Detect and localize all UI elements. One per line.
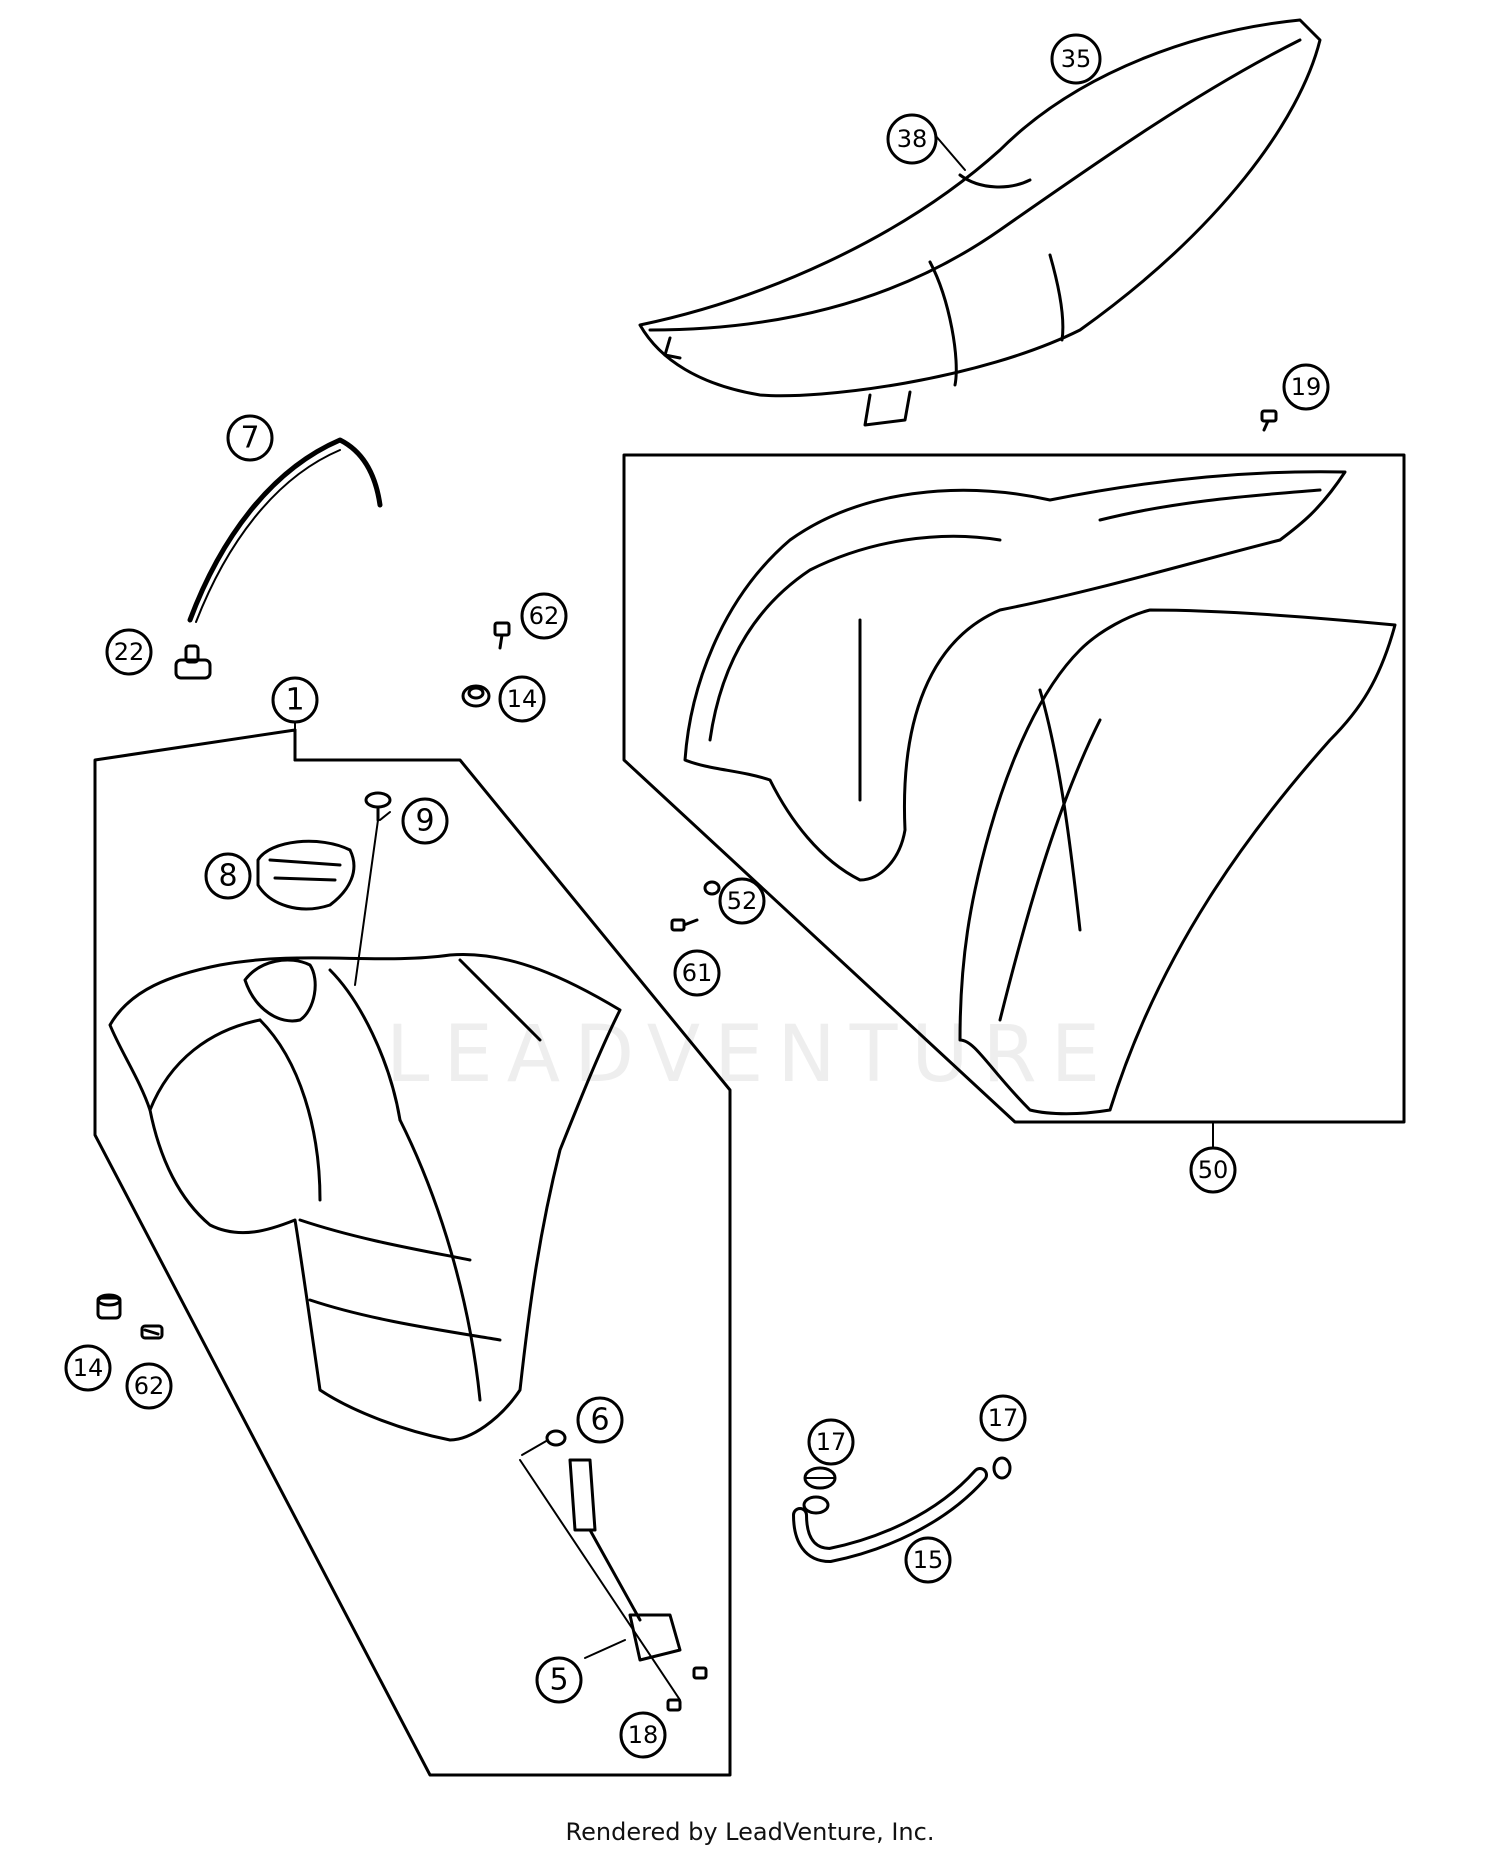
callout-8: 8 — [218, 859, 237, 894]
callout-6: 6 — [590, 1403, 609, 1438]
hose-part — [187, 437, 383, 623]
callout-circle-7 — [226, 414, 274, 462]
side-panel-assembly — [622, 453, 1406, 1124]
bolt-part-19 — [1260, 409, 1278, 432]
callout-14-upper: 14 — [507, 685, 538, 713]
clamp-part-17-left — [802, 1466, 837, 1515]
fitting-part-22 — [174, 644, 212, 680]
hose-part-15 — [792, 1467, 988, 1563]
callout-18: 18 — [628, 1721, 659, 1749]
fuel-tank-group — [93, 728, 732, 1777]
screw-part-18 — [666, 1666, 708, 1712]
nut-part-14-lower — [96, 1293, 122, 1320]
callout-circle-18 — [619, 1711, 667, 1759]
callout-9: 9 — [415, 804, 434, 839]
callouts — [64, 33, 1330, 1759]
callout-circle-22 — [105, 628, 153, 676]
filler-cap-part-8 — [256, 839, 356, 911]
cap-part-9 — [354, 791, 392, 986]
clamp-part-17-right — [992, 1456, 1012, 1480]
callout-circle-52 — [718, 877, 766, 925]
callout-circle-35 — [1050, 33, 1102, 85]
callout-1: 1 — [285, 683, 304, 718]
callout-circle-50 — [1189, 1146, 1237, 1194]
panel-group-box — [622, 453, 1406, 1124]
callout-circle-6 — [576, 1396, 624, 1444]
callout-17-right: 17 — [988, 1404, 1019, 1432]
callout-19: 19 — [1291, 373, 1322, 401]
callout-15: 15 — [913, 1546, 944, 1574]
bolt-part-62-upper — [493, 621, 511, 650]
callout-labels: 35 38 19 7 22 62 14 1 9 8 52 61 50 14 62… — [73, 45, 1322, 1749]
callout-35: 35 — [1061, 45, 1092, 73]
seat-part — [638, 18, 1322, 427]
callout-17-left: 17 — [816, 1428, 847, 1456]
callout-14-lower: 14 — [73, 1354, 104, 1382]
callout-62-upper: 62 — [529, 602, 560, 630]
callout-circle-14a — [498, 675, 546, 723]
callout-circle-15 — [904, 1536, 952, 1584]
bolt-part-62-lower — [140, 1324, 164, 1340]
callout-50: 50 — [1198, 1156, 1229, 1184]
fuel-tap-part-5 — [519, 1458, 682, 1701]
callout-7: 7 — [240, 421, 259, 456]
callout-52: 52 — [727, 887, 758, 915]
o-ring-part-6 — [521, 1429, 567, 1456]
callout-circle-17b — [979, 1394, 1027, 1442]
callout-61: 61 — [682, 959, 713, 987]
callout-22: 22 — [114, 638, 145, 666]
callout-38: 38 — [897, 125, 928, 153]
nut-part-14-upper — [461, 684, 491, 708]
callout-circle-5 — [535, 1656, 583, 1704]
callout-circle-8 — [204, 852, 252, 900]
callout-62-lower: 62 — [134, 1372, 165, 1400]
callout-circle-14b — [64, 1344, 112, 1392]
leader-lines — [294, 134, 1214, 1659]
callout-circle-1 — [271, 676, 319, 724]
callout-circle-62b — [125, 1362, 173, 1410]
washer-part-52 — [703, 880, 721, 896]
footer-credit: Rendered by LeadVenture, Inc. — [565, 1818, 935, 1846]
callout-circle-38 — [886, 113, 938, 165]
bolt-part-61 — [670, 918, 699, 932]
callout-5: 5 — [549, 1663, 568, 1698]
callout-circle-62a — [520, 592, 568, 640]
callout-circle-9 — [401, 797, 449, 845]
tank-group-box — [93, 728, 732, 1777]
callout-circle-17a — [807, 1418, 855, 1466]
callout-circle-61 — [673, 949, 721, 997]
callout-circle-19 — [1282, 363, 1330, 411]
